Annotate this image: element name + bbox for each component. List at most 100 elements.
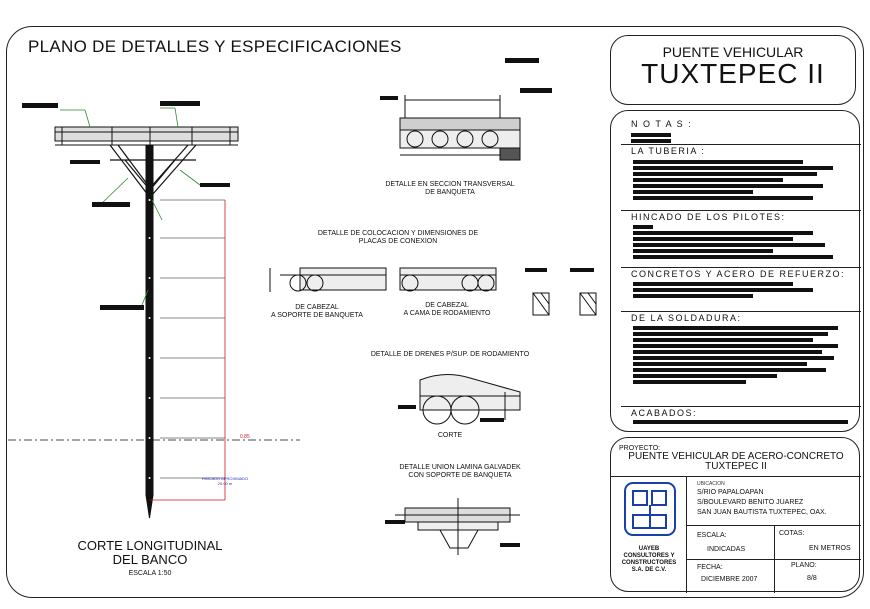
caption-corte-longitudinal: CORTE LONGITUDINAL DEL BANCO (50, 539, 250, 567)
caption-cabezal-banqueta: DE CABEZAL A SOPORTE DE BANQUETA (262, 304, 372, 320)
green-leaders (60, 107, 201, 306)
redacted-label (398, 405, 416, 409)
caption-line: DEL BANCO (112, 552, 188, 567)
divider (621, 210, 861, 211)
caption-cabezal-cama: DE CABEZAL A CAMA DE RODAMIENTO (392, 302, 502, 318)
redacted-label (380, 96, 398, 100)
redacted-text (633, 418, 848, 426)
caption-line: 20.00 m (217, 481, 233, 486)
cabezal-banqueta-detail (269, 267, 387, 292)
project-line1: PUENTE VEHICULAR (662, 44, 804, 60)
caption-line: A CAMA DE RODAMIENTO (403, 310, 491, 317)
caption-line: DE CABEZAL (295, 304, 339, 311)
fecha-value: DICIEMBRE 2007 (701, 576, 758, 583)
banqueta-section (399, 95, 521, 161)
bridge-deck-section (54, 126, 239, 146)
plate-sections (532, 292, 597, 316)
redacted-text (633, 280, 833, 300)
notes-section-soldadura: DE LA SOLDADURA: (631, 313, 742, 323)
proyecto-label: PROYECTO: (619, 445, 661, 452)
redacted-text (633, 158, 833, 202)
caption-line: DE BANQUETA (425, 189, 475, 196)
sheet-title: PLANO DE DETALLES Y ESPECIFICACIONES (28, 37, 402, 56)
red-dimension-axis (150, 200, 226, 501)
divider (621, 144, 861, 145)
ubicacion-line: SAN JUAN BAUTISTA TUXTEPEC, OAX. (697, 509, 827, 516)
redacted-label (100, 305, 144, 310)
divider (621, 267, 861, 268)
company-logo (624, 482, 676, 536)
caption-drenes: DETALLE DE DRENES P/SUP. DE RODAMIENTO (370, 351, 530, 358)
project-title-box: PUENTE VEHICULAR TUXTEPEC II (610, 35, 856, 105)
divider (686, 525, 861, 526)
escala-label: ESCALA: (697, 532, 727, 539)
caption-line: DE CABEZAL (425, 302, 469, 309)
redacted-label (520, 88, 552, 93)
divider (686, 559, 861, 560)
redacted-label (505, 58, 539, 63)
caption-line: DETALLE UNION LAMINA GALVADEK (399, 464, 521, 471)
redacted-label (22, 103, 58, 108)
notes-box: N O T A S : LA TUBERIA : HINCADO DE LOS … (610, 110, 861, 432)
cotas-label: COTAS: (779, 530, 805, 537)
caption-line: CORTE LONGITUDINAL (77, 538, 223, 553)
caption-corte: CORTE (437, 432, 463, 439)
proyecto-name: PUENTE VEHICULAR DE ACERO-CONCRETO TUXTE… (611, 452, 861, 472)
pile (145, 144, 154, 519)
company-line: CONSTRUCTORES (621, 560, 677, 566)
redacted-text (633, 324, 838, 386)
proyecto-line: TUXTEPEC II (705, 461, 767, 472)
ubicacion-text: S/RIO PAPALOAPAN S/BOULEVARD BENITO JUAR… (697, 488, 827, 518)
proyecto-line: PUENTE VEHICULAR DE ACERO-CONCRETO (628, 451, 844, 462)
level-mark: 0.85 (240, 434, 250, 440)
redacted-label (525, 268, 547, 272)
caption-line: DETALLE DE COLOCACION Y DIMENSIONES DE (317, 230, 479, 237)
drawing-sheet-border (6, 26, 864, 598)
caption-colocacion: DETALLE DE COLOCACION Y DIMENSIONES DE P… (308, 230, 488, 246)
fecha-label: FECHA: (697, 564, 723, 571)
redacted-label (200, 183, 230, 187)
redacted-label (92, 202, 130, 207)
redacted-label (385, 520, 405, 524)
plano-label: PLANO: (791, 562, 817, 569)
caption-line: HINCADO APROXIMADO (201, 476, 249, 481)
hincado-note: HINCADO APROXIMADO 20.00 m (190, 476, 260, 486)
project-line2: TUXTEPEC II (641, 58, 825, 89)
divider (686, 476, 687, 593)
notes-section-tuberia: LA TUBERIA : (631, 146, 706, 156)
ubicacion-line: S/RIO PAPALOAPAN (697, 489, 764, 496)
redacted-text (633, 223, 833, 261)
notes-section-acabados: ACABADOS: (631, 408, 698, 418)
redacted-label (500, 543, 520, 547)
divider (621, 406, 861, 407)
cotas-value: EN METROS (809, 545, 851, 552)
notes-section-pilotes: HINCADO DE LOS PILOTES: (631, 212, 786, 222)
notes-header: N O T A S : (631, 119, 693, 129)
ubicacion-line: S/BOULEVARD BENITO JUAREZ (697, 499, 804, 506)
caption-line: A SOPORTE DE BANQUETA (271, 312, 363, 319)
caption-line: DETALLE EN SECCION TRANSVERSAL (385, 181, 515, 188)
company-name: UAYEB CONSULTORES Y CONSTRUCTORES S.A. D… (613, 546, 685, 574)
caption-line: PLACAS DE CONEXION (358, 238, 438, 245)
company-line: CONSULTORES Y (623, 553, 675, 559)
redacted-label (480, 418, 504, 422)
company-line: S.A. DE C.V. (631, 567, 667, 573)
company-line: UAYEB (638, 546, 660, 552)
ubicacion-label: UBICACION (697, 481, 725, 487)
redacted-label (570, 268, 594, 272)
redacted-label (70, 160, 100, 164)
escala-value: INDICADAS (707, 546, 746, 553)
redacted-text (631, 131, 671, 145)
drenes-detail (419, 374, 521, 425)
redacted-label (160, 101, 200, 106)
dimension-lines (160, 199, 225, 479)
caption-seccion-transversal: DETALLE EN SECCION TRANSVERSAL DE BANQUE… (375, 181, 525, 197)
caption-escala: ESCALA 1:50 (128, 570, 172, 577)
caption-union-lamina: DETALLE UNION LAMINA GALVADEK CON SOPORT… (385, 464, 535, 480)
caption-line: CON SOPORTE DE BANQUETA (408, 472, 512, 479)
union-lamina-detail (395, 498, 520, 555)
cabezal-cama-detail (399, 267, 497, 292)
divider (611, 476, 861, 477)
plano-value: 8/8 (807, 575, 817, 582)
